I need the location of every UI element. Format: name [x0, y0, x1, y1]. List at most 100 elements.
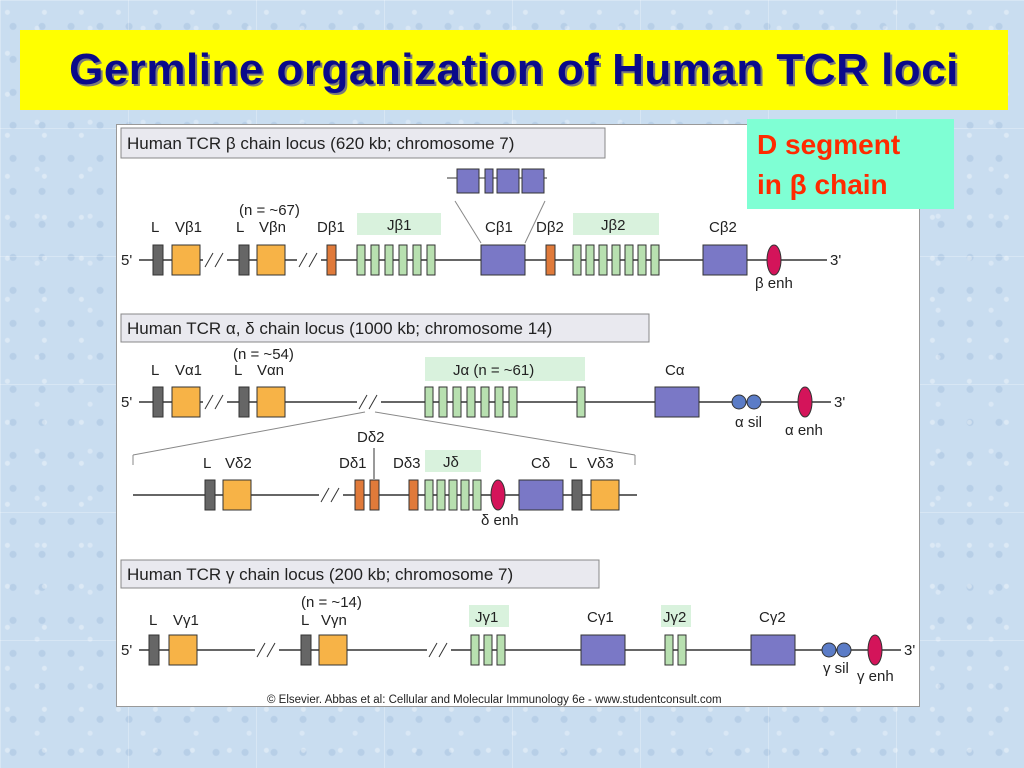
alpha-J-cluster: [424, 386, 586, 418]
alpha-5prime: 5': [121, 394, 132, 411]
j-segment: [576, 386, 586, 418]
alpha-V1-label: Vα1: [175, 362, 202, 379]
beta-C2-label: Cβ2: [709, 219, 737, 236]
j-segment: [585, 244, 595, 276]
gamma-silencer: [821, 642, 837, 658]
delta-D1-label: Dδ1: [339, 455, 367, 472]
j-segment: [424, 479, 434, 511]
c-segment: [480, 244, 526, 276]
delta-J-label: Jδ: [443, 454, 459, 471]
c-segment: [702, 244, 748, 276]
gamma-silencer: [836, 642, 852, 658]
title-bar: Germline organization of Human TCR loci: [20, 30, 1008, 110]
gamma-J1-label: Jγ1: [475, 609, 498, 626]
alpha-enh-label: α enh: [785, 422, 823, 439]
beta-D1-label: Dβ1: [317, 219, 345, 236]
leader-segment: [152, 386, 164, 418]
break-mark: [203, 394, 227, 410]
gamma-enhancer: [867, 634, 883, 666]
gamma-n-note: (n = ~14): [301, 594, 362, 611]
alpha-silencer: [746, 394, 762, 410]
gamma-L2-label: L: [301, 612, 309, 629]
loci-diagram: Human TCR β chain locus (620 kb; chromos…: [120, 127, 915, 706]
alpha-L2-label: L: [234, 362, 242, 379]
beta-C1-label: Cβ1: [485, 219, 513, 236]
alpha-silencer: [731, 394, 747, 410]
gamma-C1-label: Cγ1: [587, 609, 614, 626]
leader-segment: [148, 634, 160, 666]
beta-J1-label-bg: [357, 213, 441, 235]
beta-J2-label: Jβ2: [601, 217, 625, 234]
delta-L1-label: L: [203, 455, 211, 472]
beta-J2-cluster: [572, 244, 660, 276]
j-segment: [448, 479, 458, 511]
gamma-3prime: 3': [904, 642, 915, 659]
alpha-C-label: Cα: [665, 362, 685, 379]
beta-enhancer: [766, 244, 782, 276]
d-segment: [408, 479, 419, 511]
gamma-J1-cluster: [470, 634, 506, 666]
delta-enhancer: [490, 479, 506, 511]
beta-n-note: (n = ~67): [239, 202, 300, 219]
leader-segment: [204, 479, 216, 511]
v-segment: [256, 386, 286, 418]
j-segment: [438, 386, 448, 418]
j-segment: [483, 634, 493, 666]
figure-credit: © Elsevier. Abbas et al: Cellular and Mo…: [267, 694, 722, 706]
j-segment: [677, 634, 687, 666]
j-segment: [472, 479, 482, 511]
break-mark: [319, 487, 343, 503]
d-segment-callout: D segment in β chain: [747, 119, 954, 209]
alpha-delta-locus: Human TCR α, δ chain locus (1000 kb; chr…: [120, 313, 845, 529]
j-segment: [496, 634, 506, 666]
gamma-locus: Human TCR γ chain locus (200 kb; chromos…: [120, 559, 915, 685]
c-segment: [518, 479, 564, 511]
alpha-3prime: 3': [834, 394, 845, 411]
delta-C-label: Cδ: [531, 455, 550, 472]
c-segment: [580, 634, 626, 666]
j-segment: [624, 244, 634, 276]
alpha-L1-label: L: [151, 362, 159, 379]
v-segment: [168, 634, 198, 666]
delta-V3-label: Vδ3: [587, 455, 614, 472]
d-segment: [326, 244, 337, 276]
alpha-Vn-label: Vαn: [257, 362, 284, 379]
beta-Vn-label: Vβn: [259, 219, 286, 236]
j-segment: [426, 244, 436, 276]
gamma-J2-cluster: [664, 634, 687, 666]
v-segment: [222, 479, 252, 511]
alpha-enhancer: [797, 386, 813, 418]
gamma-enh-label: γ enh: [857, 668, 894, 685]
delta-enh-label: δ enh: [481, 512, 519, 529]
beta-L2-label: L: [236, 219, 244, 236]
j-segment: [452, 386, 462, 418]
alpha-heading: Human TCR α, δ chain locus (1000 kb; chr…: [127, 319, 552, 338]
gamma-heading-box: [120, 559, 600, 589]
delta-inset-lines: [132, 411, 636, 465]
beta-V1-label: Vβ1: [175, 219, 202, 236]
d-segment: [545, 244, 556, 276]
break-mark: [357, 394, 381, 410]
gamma-J1-label-bg: [469, 605, 509, 627]
break-mark: [255, 642, 279, 658]
beta-enh-label: β enh: [755, 275, 793, 292]
alpha-sil-label: α sil: [735, 414, 762, 431]
leader-segment: [300, 634, 312, 666]
leader-segment: [238, 244, 250, 276]
delta-V2-label: Vδ2: [225, 455, 252, 472]
gamma-J2-label: Jγ2: [663, 609, 686, 626]
j-segment: [480, 386, 490, 418]
alpha-heading-box: [120, 313, 650, 343]
c-segment: [654, 386, 700, 418]
v-segment: [171, 244, 201, 276]
alpha-n-note: (n = ~54): [233, 346, 294, 363]
tcr-loci-figure: Human TCR β chain locus (620 kb; chromos…: [116, 124, 920, 707]
leader-segment: [571, 479, 583, 511]
j-segment: [424, 386, 434, 418]
gamma-V1-label: Vγ1: [173, 612, 199, 629]
j-segment: [466, 386, 476, 418]
beta-C1-exon-inset: [447, 168, 547, 244]
beta-D2-label: Dβ2: [536, 219, 564, 236]
gamma-heading: Human TCR γ chain locus (200 kb; chromos…: [127, 565, 513, 584]
break-mark: [203, 252, 227, 268]
